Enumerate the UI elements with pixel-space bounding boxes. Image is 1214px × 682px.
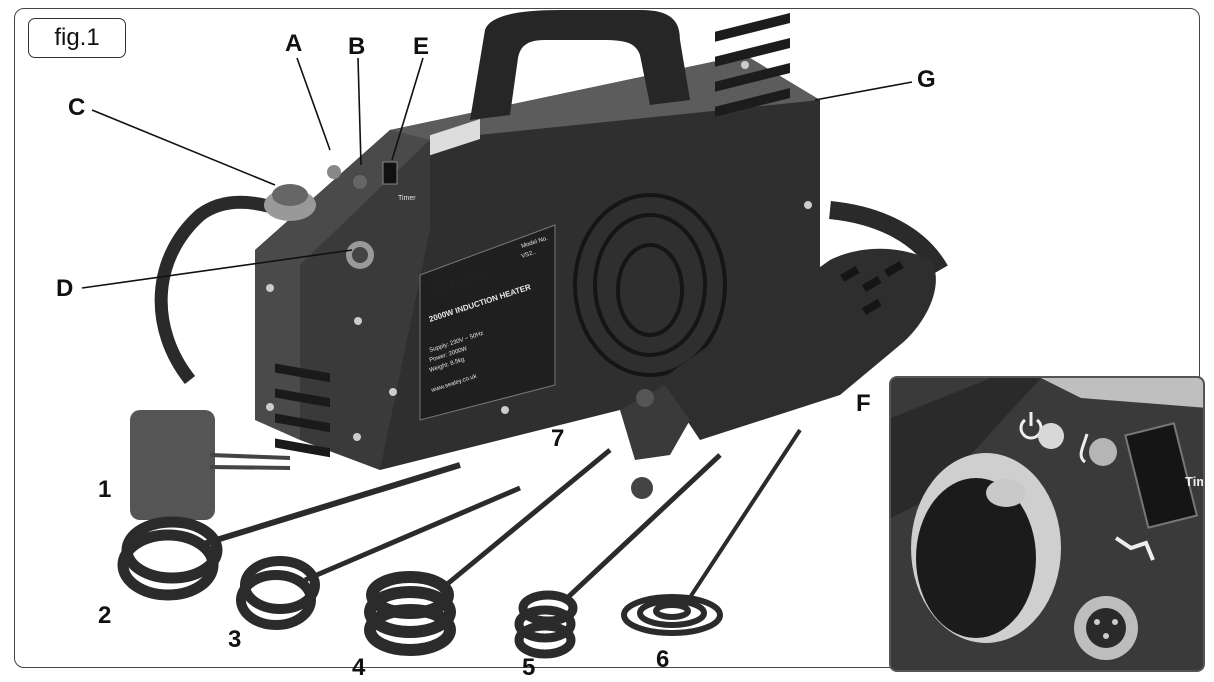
leader-lines (81, 57, 913, 289)
power-lamp (1038, 423, 1064, 449)
handpiece-cable (829, 201, 948, 275)
control-panel-closeup: Timer (889, 376, 1205, 672)
carry-handle (470, 10, 690, 120)
figure-frame (14, 8, 1200, 668)
callout-6: 6 (656, 646, 670, 673)
callout-3: 3 (228, 626, 242, 653)
callout-4: 4 (352, 654, 366, 681)
callout-5: 5 (522, 654, 536, 681)
connector-d (346, 241, 374, 269)
callout-a: A (285, 30, 303, 57)
callout-7: 7 (551, 425, 565, 452)
accessory-coil-6 (621, 428, 802, 636)
accessory-coil-5 (514, 453, 722, 659)
closeup-timer-label: Timer (1185, 474, 1205, 489)
model-no-text: VS2.. (521, 250, 537, 260)
connector-c (264, 184, 316, 221)
callout-1: 1 (98, 476, 112, 503)
callout-d: D (56, 275, 74, 302)
accessory-coil-2 (117, 462, 461, 601)
heat-lamp (1089, 438, 1117, 466)
callout-b: B (348, 33, 366, 60)
rating-label: SEALEY 2000W INDUCTION HEATER Supply: 23… (419, 119, 556, 421)
callout-c: C (68, 94, 86, 121)
heat-icon (1079, 433, 1089, 464)
timer-label: Timer (398, 195, 416, 202)
connector-cap (916, 478, 1036, 638)
accessory-coil-4 (364, 448, 612, 656)
callout-g: G (917, 66, 936, 93)
front-coil (573, 193, 727, 377)
timer-switch (1124, 422, 1199, 529)
accessory-coil-3 (236, 485, 521, 630)
callout-f: F (856, 390, 871, 417)
closeup-illustration: Timer (891, 378, 1205, 670)
screws (266, 61, 812, 441)
front-vents (715, 13, 790, 117)
power-icon (1019, 412, 1043, 440)
callout-e: E (413, 33, 430, 60)
heating-handpiece (620, 248, 936, 499)
side-vents (275, 363, 330, 458)
callout-2: 2 (98, 602, 112, 629)
figure-label: fig.1 (28, 18, 126, 58)
coil-output-icon (1114, 536, 1155, 561)
control-panel: Timer (327, 161, 416, 202)
induction-heater-unit: SEALEY 2000W INDUCTION HEATER Supply: 23… (255, 10, 820, 470)
accessory-pad-1 (130, 410, 291, 520)
